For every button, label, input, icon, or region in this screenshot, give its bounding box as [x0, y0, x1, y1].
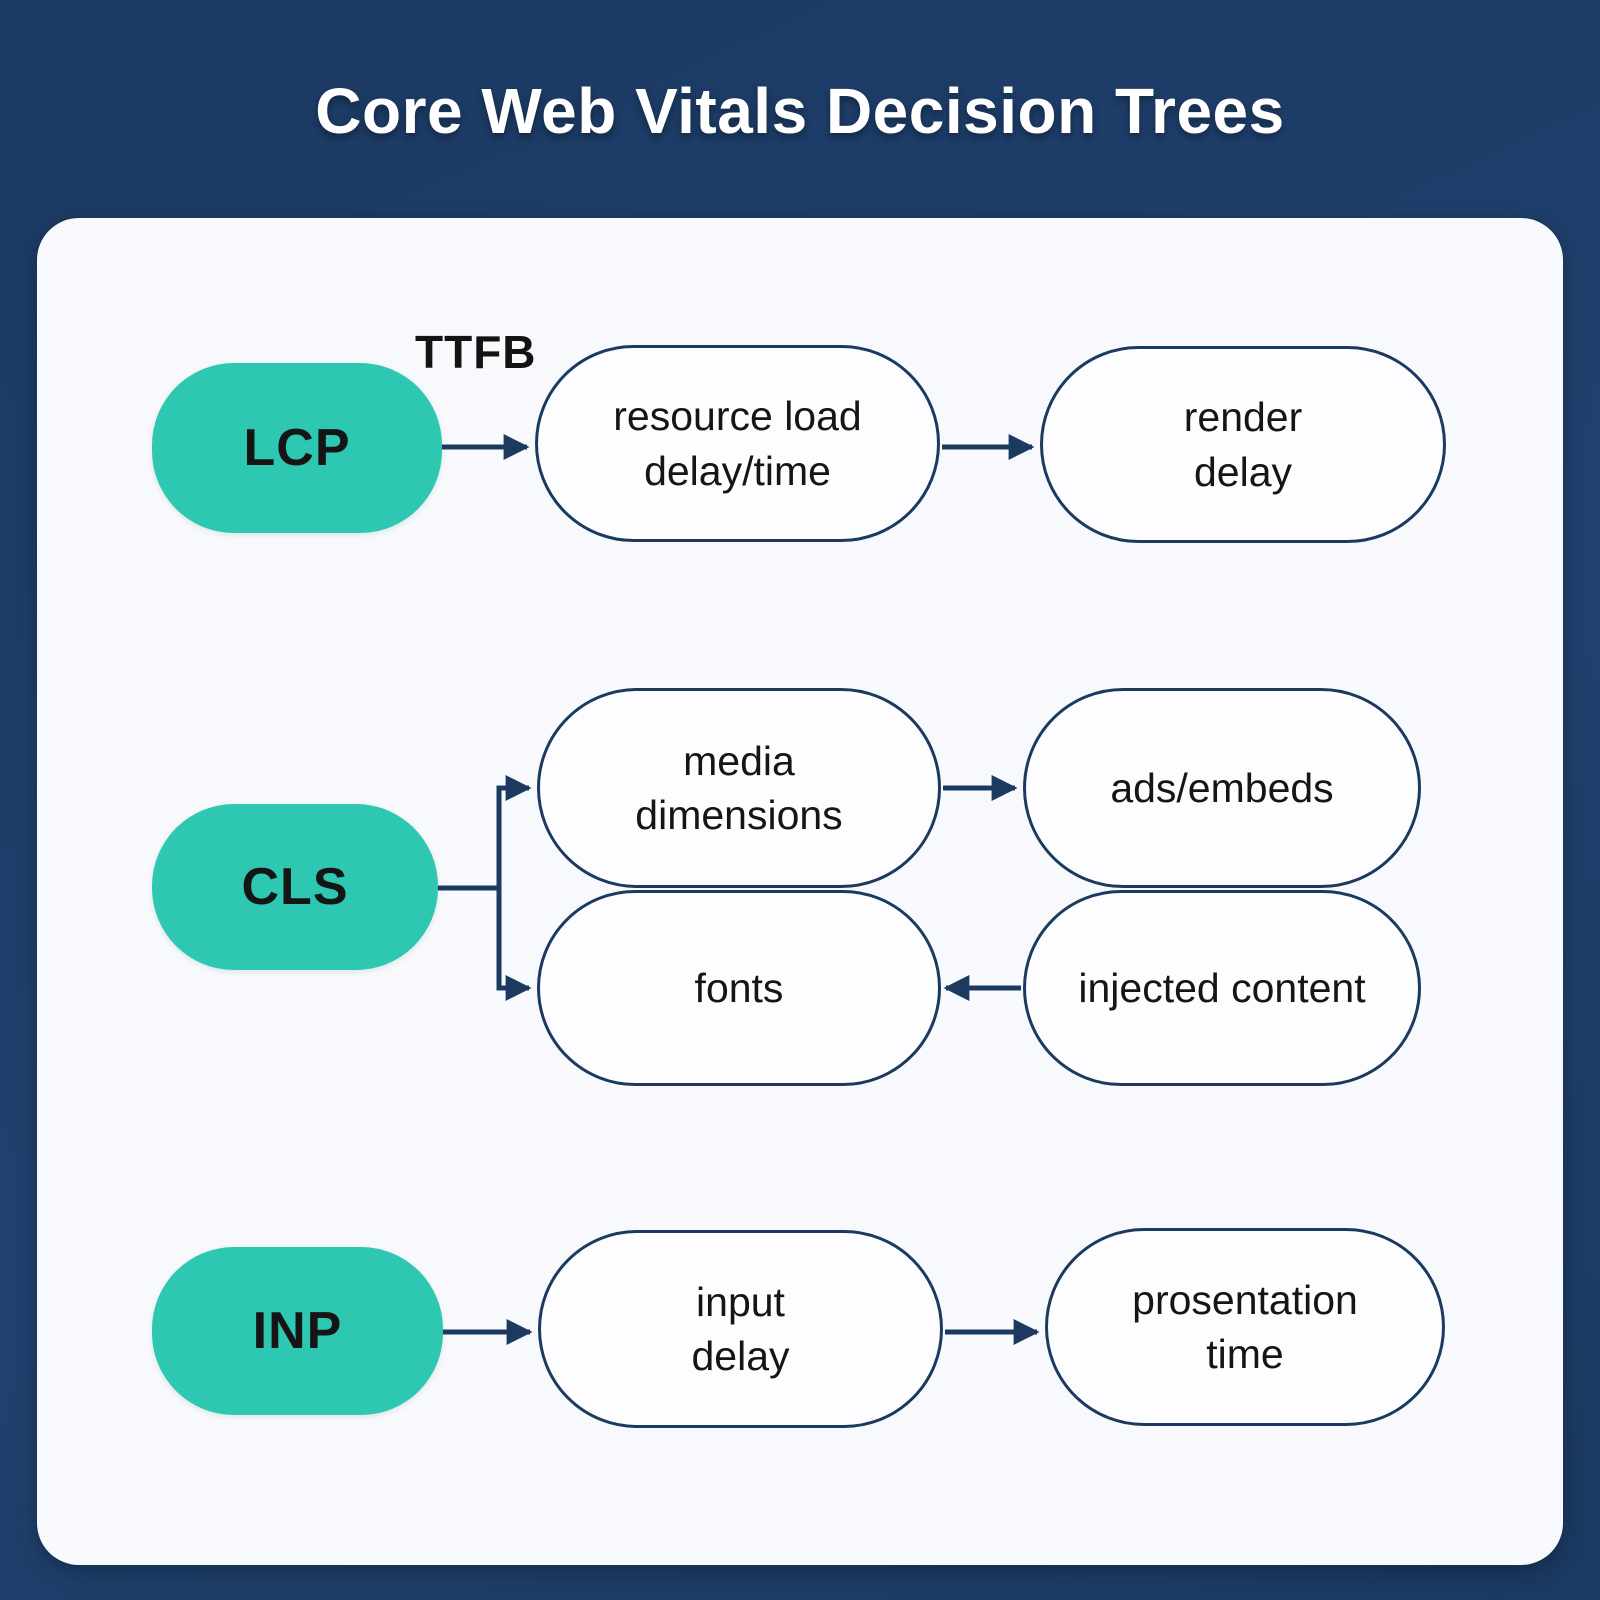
inp-metric-pill: INP [152, 1247, 443, 1415]
render-delay-label: render delay [1183, 394, 1303, 495]
ttfb-edge-label: TTFB [415, 326, 537, 378]
fonts-node: fonts [537, 890, 941, 1086]
cls-metric-pill: CLS [152, 804, 438, 970]
injected-content-node: injected content [1023, 890, 1421, 1086]
input-delay-label: input delay [691, 1278, 790, 1379]
resource-load-node: resource load delay/time [535, 345, 940, 542]
ads-embeds-node: ads/embeds [1023, 688, 1421, 888]
fonts-label: fonts [694, 964, 784, 1011]
lcp-metric-pill: LCP [152, 363, 442, 533]
media-dimensions-node: media dimensions [537, 688, 941, 888]
lcp-metric-label: LCP [243, 419, 351, 477]
resource-load-label: resource load delay/time [613, 393, 862, 494]
injected-content-label: injected content [1078, 964, 1366, 1011]
input-delay-node: input delay [538, 1230, 943, 1428]
media-dimensions-label: media dimensions [635, 737, 843, 838]
inp-metric-label: INP [252, 1302, 343, 1360]
cls-metric-label: CLS [241, 858, 349, 916]
ads-embeds-label: ads/embeds [1110, 764, 1334, 811]
render-delay-node: render delay [1040, 346, 1446, 543]
presentation-time-node: prosentation time [1045, 1228, 1445, 1426]
presentation-time-label: prosentation time [1132, 1276, 1358, 1377]
page-title: Core Web Vitals Decision Trees [315, 75, 1285, 147]
